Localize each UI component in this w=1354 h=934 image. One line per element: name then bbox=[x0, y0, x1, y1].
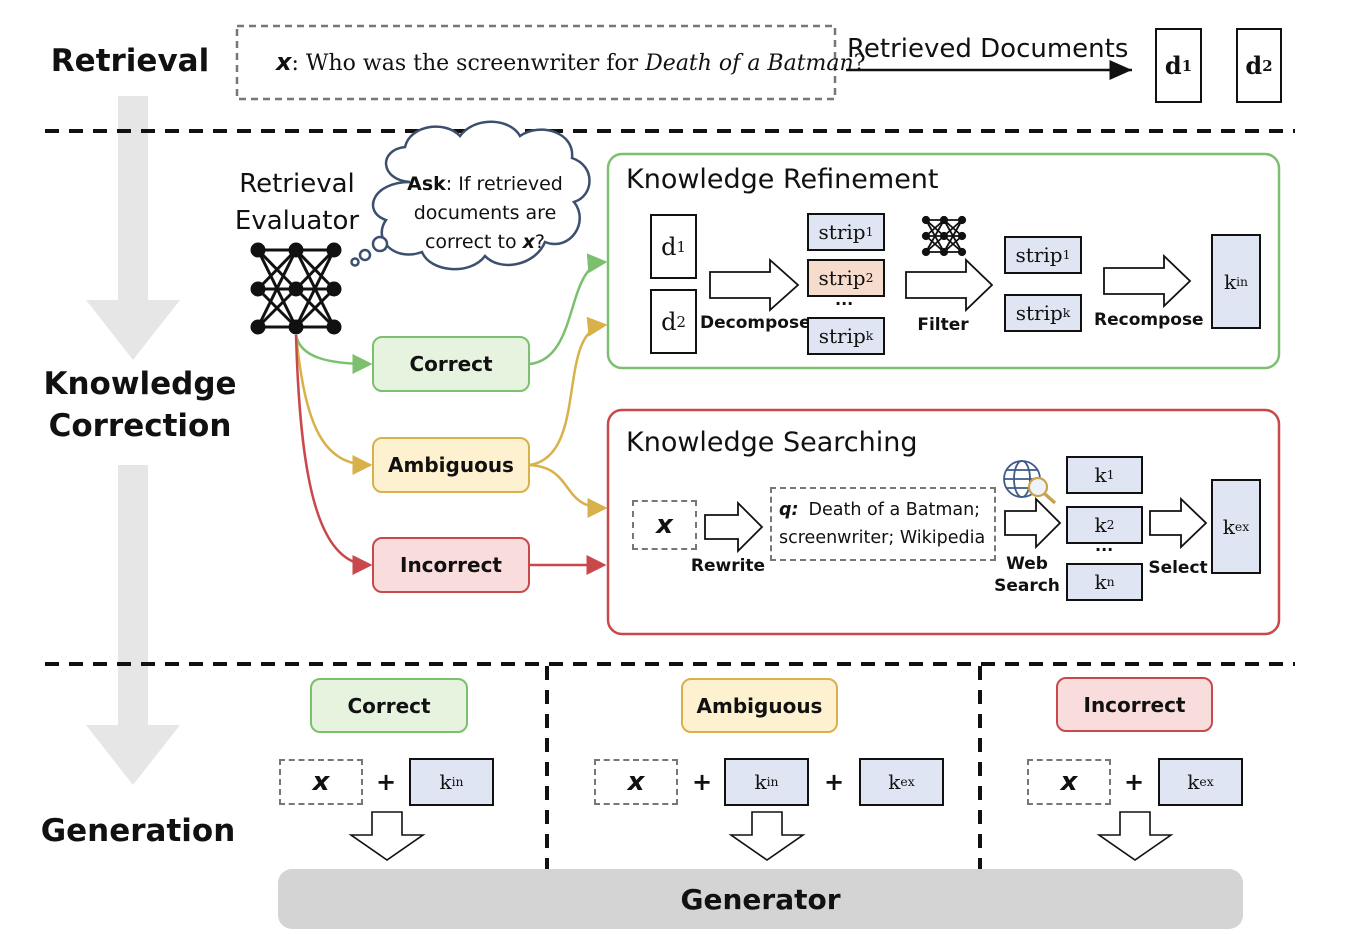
q-line1: Death of a Batman; bbox=[808, 500, 981, 520]
neural-network-icon bbox=[250, 242, 342, 335]
thought-line2: documents are bbox=[413, 202, 557, 224]
gen-correct-x: x bbox=[279, 759, 363, 805]
gen-label-correct: Correct bbox=[310, 678, 468, 733]
gen-arrow-ambiguous bbox=[728, 811, 806, 861]
arrow-eval-correct bbox=[294, 334, 373, 374]
strip-ellipsis: ... bbox=[835, 290, 854, 309]
gen-incorrect-plus: + bbox=[1124, 768, 1145, 796]
evaluator-line-2: Evaluator bbox=[234, 206, 360, 236]
thought-line1: : If retrieved bbox=[445, 173, 563, 195]
arrow-correct-refinement bbox=[529, 253, 608, 366]
gen-incorrect-x: x bbox=[1027, 759, 1111, 805]
refinement-title: Knowledge Refinement bbox=[626, 164, 939, 195]
select-arrow bbox=[1149, 496, 1208, 550]
arrow-ambiguous-refinement bbox=[529, 316, 608, 467]
retrieval-evaluator-label: Retrieval Evaluator bbox=[232, 166, 362, 240]
recompose-label: Recompose bbox=[1094, 310, 1204, 330]
gen-ambiguous-plus-1: + bbox=[692, 768, 713, 796]
thought-var: x bbox=[522, 231, 535, 253]
evaluator-line-1: Retrieval bbox=[239, 169, 355, 199]
query-box bbox=[235, 24, 837, 101]
decompose-label: Decompose bbox=[700, 313, 811, 333]
query-var: x bbox=[276, 48, 292, 76]
section-title-generation: Generation bbox=[40, 813, 236, 849]
gen-arrow-correct bbox=[348, 811, 426, 861]
knowledge-refinement-panel bbox=[606, 152, 1281, 370]
arrow-eval-incorrect bbox=[294, 334, 373, 575]
section-title-knowledge: Knowledge bbox=[43, 366, 237, 402]
thought-cloud bbox=[350, 120, 591, 271]
q-label: q: bbox=[779, 500, 799, 520]
thought-q: ? bbox=[534, 231, 546, 253]
q-line2: screenwriter; Wikipedia bbox=[779, 528, 986, 548]
arrow-ambiguous-searching bbox=[529, 463, 608, 518]
gen-correct-plus: + bbox=[376, 768, 397, 796]
query-prefix: : Who was the screenwriter for bbox=[291, 51, 646, 76]
thought-ask: Ask bbox=[407, 173, 446, 195]
rewritten-query-box: q: Death of a Batman; screenwriter; Wikip… bbox=[770, 487, 996, 561]
outcome-correct: Correct bbox=[372, 336, 530, 392]
generator-bar bbox=[278, 869, 1243, 929]
arrow-eval-ambiguous bbox=[294, 334, 373, 475]
thought-text: Ask: If retrieved documents are correct … bbox=[390, 170, 580, 257]
search-ellipsis: ... bbox=[1095, 536, 1114, 555]
section-title-retrieval: Retrieval bbox=[50, 43, 210, 79]
filter-arrow bbox=[905, 257, 994, 313]
select-label: Select bbox=[1148, 558, 1208, 578]
query-suffix: ? bbox=[853, 51, 866, 76]
generator-label: Generator bbox=[680, 883, 841, 916]
web-search-label: Web Search bbox=[994, 554, 1060, 596]
outcome-ambiguous: Ambiguous bbox=[372, 437, 530, 493]
rewrite-label: Rewrite bbox=[690, 556, 766, 576]
thought-line3: correct to bbox=[424, 231, 523, 253]
searching-title: Knowledge Searching bbox=[626, 427, 918, 458]
filter-label: Filter bbox=[917, 315, 969, 335]
retrieved-documents-label: Retrieved Documents bbox=[847, 34, 1129, 64]
query-title: Death of a Batman bbox=[645, 51, 854, 76]
gen-label-incorrect: Incorrect bbox=[1056, 677, 1213, 732]
query-text: x: Who was the screenwriter for Death of… bbox=[276, 48, 866, 76]
filter-network-icon bbox=[921, 215, 967, 257]
recompose-arrow bbox=[1103, 253, 1192, 309]
gen-ambiguous-x: x bbox=[594, 759, 678, 805]
section-title-correction: Correction bbox=[48, 408, 232, 444]
globe-search-icon bbox=[1003, 460, 1057, 505]
gen-ambiguous-plus-2: + bbox=[824, 768, 845, 796]
gen-arrow-incorrect bbox=[1096, 811, 1174, 861]
search-x: x bbox=[632, 500, 697, 550]
flow-down-arrow bbox=[86, 96, 180, 785]
gen-label-ambiguous: Ambiguous bbox=[681, 678, 838, 733]
section-title-knowledge-correction: Knowledge Correction bbox=[40, 363, 240, 447]
web-search-arrow bbox=[1004, 496, 1062, 550]
outcome-incorrect: Incorrect bbox=[372, 537, 530, 593]
rewrite-arrow bbox=[704, 500, 764, 554]
decompose-arrow bbox=[709, 257, 800, 313]
